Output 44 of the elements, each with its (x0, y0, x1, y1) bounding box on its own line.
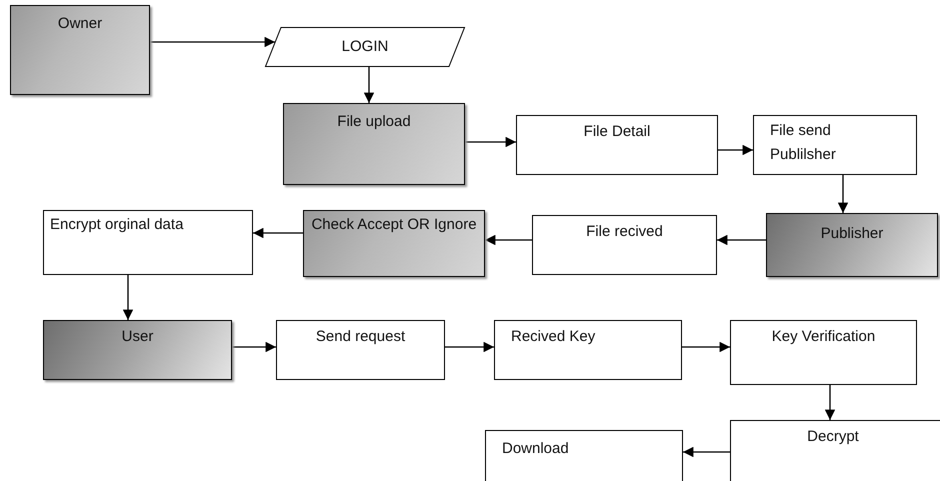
arrow (364, 67, 374, 103)
arrow (122, 275, 134, 320)
node-label: Owner (58, 14, 102, 34)
arrow (465, 136, 516, 148)
arrow (253, 228, 303, 238)
node-label: Decrypt (807, 427, 859, 447)
process-box (276, 320, 445, 380)
node-label: Download (502, 439, 569, 459)
process-box (766, 213, 938, 277)
process-box (730, 320, 917, 385)
input-parallelogram (265, 27, 465, 67)
node-label: Encrypt orginal data (50, 215, 184, 235)
node-label: Key Verification (772, 327, 876, 347)
arrow (824, 385, 836, 420)
node-label: File send Publilsher (770, 121, 837, 165)
arrow (717, 234, 766, 246)
arrow (718, 144, 753, 156)
process-box (283, 103, 465, 185)
node-label: User (122, 327, 154, 347)
process-box (485, 430, 683, 481)
arrow (838, 175, 848, 213)
process-box (532, 215, 717, 275)
process-box (303, 210, 485, 277)
node-label: Publisher (820, 224, 884, 244)
process-box (516, 115, 718, 175)
arrow (485, 234, 532, 246)
process-box (43, 320, 232, 380)
process-box (43, 210, 253, 275)
process-box (10, 5, 150, 95)
node-label: Send request (316, 327, 406, 347)
arrow (683, 446, 730, 458)
node-label: File recived (586, 222, 663, 242)
node-label: File upload (337, 112, 411, 132)
node-label: Check Accept OR Ignore (311, 215, 477, 235)
arrow (445, 342, 494, 352)
arrow (232, 342, 276, 352)
process-box (753, 115, 917, 175)
node-label: LOGIN (342, 37, 388, 57)
node-label: Recived Key (511, 327, 596, 347)
node-label: File Detail (584, 122, 650, 142)
process-box (730, 420, 940, 481)
arrow (682, 342, 730, 352)
arrow (150, 36, 275, 48)
process-box (494, 320, 682, 380)
